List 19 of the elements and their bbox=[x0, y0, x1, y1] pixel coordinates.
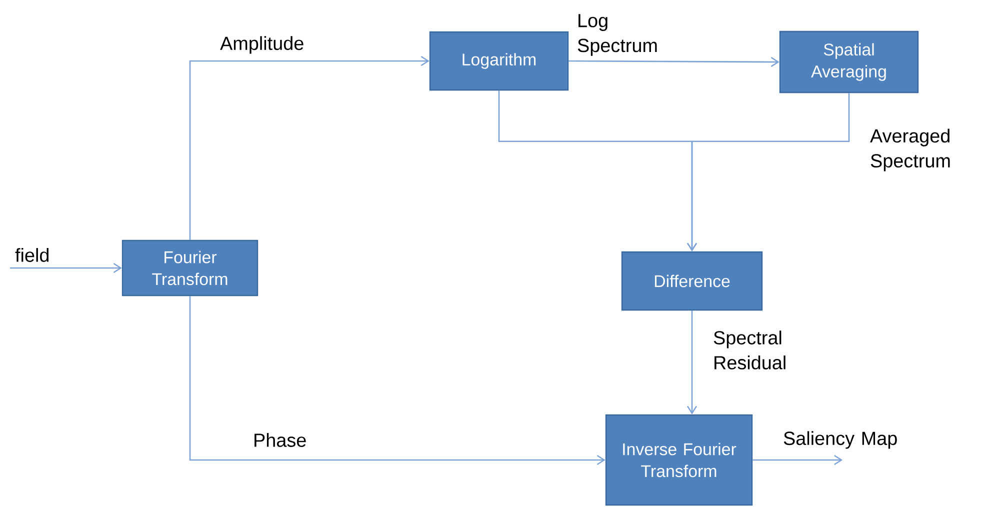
edge-label: Averaged Spectrum bbox=[870, 128, 950, 172]
process-box: Difference bbox=[621, 251, 763, 311]
edge-label: Spectral Residual bbox=[714, 330, 786, 370]
edge-label: Amplitude bbox=[220, 36, 304, 54]
arrow bbox=[686, 310, 698, 414]
process-box: Logarithm bbox=[429, 31, 569, 91]
arrow bbox=[568, 56, 780, 67]
process-box: Spatial Averaging bbox=[779, 30, 919, 94]
arrow bbox=[189, 56, 430, 240]
edge-label: field bbox=[15, 248, 48, 262]
process-box: Fourier Transform bbox=[122, 240, 258, 296]
arrow bbox=[189, 296, 606, 466]
arrow bbox=[686, 93, 850, 252]
arrow bbox=[752, 454, 843, 466]
arrow bbox=[10, 262, 122, 274]
process-box: Inverse Fourier Transform bbox=[605, 414, 753, 506]
edge-label: Saliency Map bbox=[784, 431, 897, 449]
edge-label: Phase bbox=[254, 433, 306, 447]
edge-label: Log Spectrum bbox=[578, 14, 657, 56]
